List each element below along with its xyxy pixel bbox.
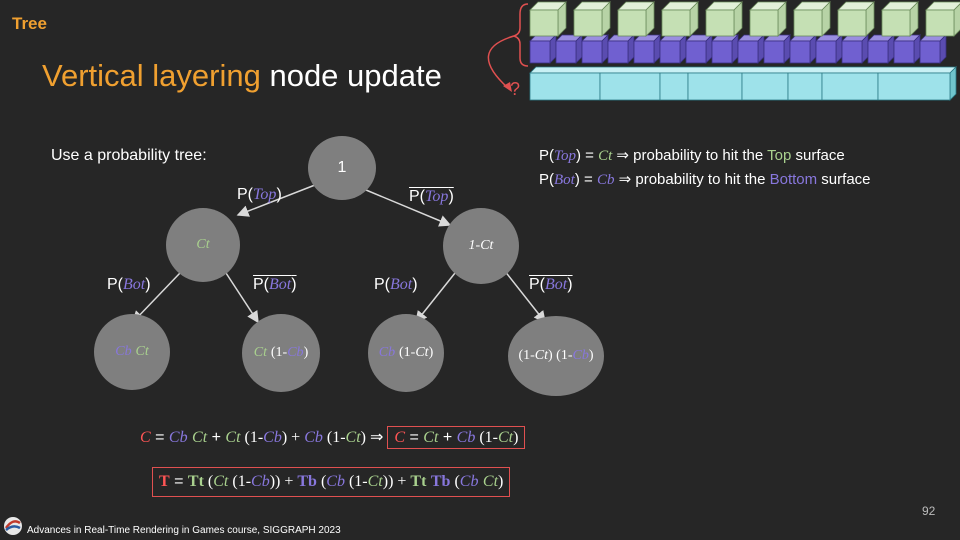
arrow-head [503,82,512,92]
edge-label-bot-right: P(Bot) [374,276,418,293]
title-highlight: Vertical layering [42,58,261,93]
footer-text: Advances in Real-Time Rendering in Games… [27,525,341,536]
definition-top: P(Top) = Ct ⇒ probability to hit the Top… [539,147,845,164]
node-left: Ct [166,208,240,282]
slide-title: Vertical layering node update [42,58,442,94]
edge-left-ll [131,272,181,324]
cyan-layer [529,66,957,101]
arrow-curve [487,35,515,89]
equation-c: C = Cb Ct + Ct (1-Cb) + Cb (1-Ct) ⇒ C = … [140,426,526,449]
definition-bottom: P(Bot) = Cb ⇒ probability to hit the Bot… [539,171,871,188]
intro-text: Use a probability tree: [51,147,207,164]
node-root: 1 [308,136,376,200]
layer-illustration [487,1,960,101]
edge-right-rr [503,269,546,324]
node-rr: (1-Ct) (1-Cb) [508,316,604,396]
edge-label-not-bot-left: P(Bot) [253,276,297,293]
edge-left-lr [225,272,259,324]
node-lr: Ct (1-Cb) [242,314,320,392]
edge-label-not-top: P(Top) [409,188,454,205]
page-number: 92 [922,504,936,518]
node-right: 1-Ct [443,208,519,284]
definitions: P(Top) = Ct ⇒ probability to hit the Top… [539,144,871,192]
edge-root-right [365,189,452,227]
edge-label-not-bot-right: P(Bot) [529,276,573,293]
equation-c-result-box: C = Ct + Cb (1-Ct) [387,426,526,449]
edge-label-bot-left: P(Bot) [107,276,151,293]
equation-t: T = Tt (Ct (1-Cb)) + Tb (Cb (1-Ct)) + Tt… [152,467,511,497]
node-ll: Cb Ct [94,314,170,390]
edge-right-rl [415,272,456,324]
edge-label-top: P(Top) [237,186,282,203]
question-mark: ? [510,79,521,99]
edge-root-left [236,184,316,217]
node-rl: Cb (1-Ct) [368,314,444,392]
title-rest: node update [260,58,442,93]
section-label: Tree [12,14,47,33]
siggraph-logo-icon [4,517,22,535]
